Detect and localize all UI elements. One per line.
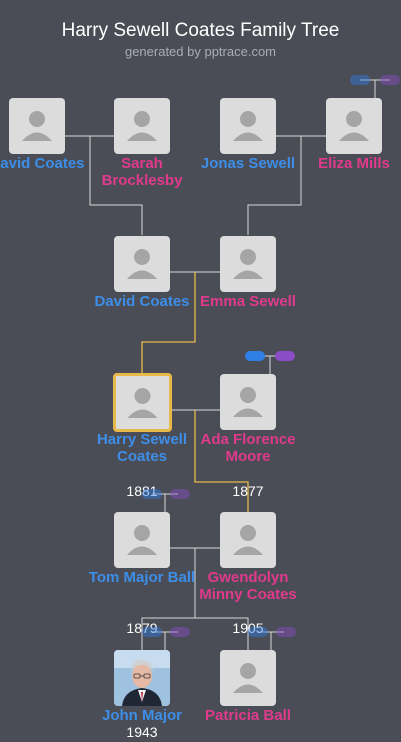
expand-mother-icon[interactable] <box>275 351 295 361</box>
person-name-david-coates[interactable]: David Coates <box>94 293 190 310</box>
person-card-david-coates[interactable] <box>114 236 170 292</box>
person-birth-year-tom: 1879 <box>126 620 158 636</box>
person-name-tom-major-ball[interactable]: Tom Major Ball <box>88 569 196 586</box>
person-card-emma-sewell[interactable] <box>220 236 276 292</box>
person-name-jonas-sewell[interactable]: Jonas Sewell <box>200 155 296 172</box>
person-silhouette-icon <box>127 249 157 279</box>
person-name-emma-sewell[interactable]: Emma Sewell <box>200 293 296 310</box>
person-name-eliza-mills[interactable]: Eliza Mills <box>318 155 390 172</box>
person-silhouette-icon <box>127 388 158 418</box>
expand-mother-icon[interactable] <box>276 627 296 637</box>
page-title: Harry Sewell Coates Family Tree <box>61 20 340 41</box>
page-subtitle: generated by pptrace.com <box>124 44 277 59</box>
person-birth-year-john: 1943 <box>126 724 158 740</box>
person-card-harry-sewell-coates[interactable] <box>113 373 172 432</box>
person-card-david-coates-sr[interactable] <box>9 98 65 154</box>
expand-father-icon[interactable] <box>245 351 265 361</box>
person-card-jonas-sewell[interactable] <box>220 98 276 154</box>
person-silhouette-icon <box>127 111 157 141</box>
person-card-eliza-mills[interactable] <box>326 98 382 154</box>
person-name-david-coates-sr[interactable]: David Coates <box>0 155 85 172</box>
person-card-ada-florence-moore[interactable] <box>220 374 276 430</box>
expand-father-icon[interactable] <box>142 489 162 499</box>
person-silhouette-icon <box>233 387 263 417</box>
person-silhouette-icon <box>233 663 263 693</box>
person-birth-year-ada: 1877 <box>232 483 264 499</box>
expand-mother-icon[interactable] <box>170 489 190 499</box>
person-birth-year-gwendolyn: 1905 <box>232 620 264 636</box>
expand-father-icon[interactable] <box>248 627 268 637</box>
expand-father-icon[interactable] <box>350 75 370 85</box>
person-silhouette-icon <box>233 525 263 555</box>
person-name-ada-florence-moore[interactable]: Ada Florence Moore <box>200 431 296 465</box>
portrait-photo-icon <box>114 650 170 706</box>
person-silhouette-icon <box>233 249 263 279</box>
person-silhouette-icon <box>127 525 157 555</box>
person-name-sarah-brocklesby[interactable]: Sarah Brocklesby <box>101 155 183 189</box>
person-silhouette-icon <box>22 111 52 141</box>
person-card-tom-major-ball[interactable] <box>114 512 170 568</box>
person-birth-year-harry: 1881 <box>126 483 158 499</box>
expand-mother-icon[interactable] <box>380 75 400 85</box>
person-name-john-major[interactable]: John Major <box>101 707 182 724</box>
person-name-gwendolyn-minny-coates[interactable]: Gwendolyn Minny Coates <box>199 569 297 603</box>
person-photo-john-major[interactable] <box>114 650 170 706</box>
person-silhouette-icon <box>233 111 263 141</box>
person-card-patricia-ball[interactable] <box>220 650 276 706</box>
expand-father-icon[interactable] <box>142 627 162 637</box>
person-card-sarah-brocklesby[interactable] <box>114 98 170 154</box>
person-card-gwendolyn-minny-coates[interactable] <box>220 512 276 568</box>
person-name-patricia-ball[interactable]: Patricia Ball <box>205 707 291 724</box>
person-silhouette-icon <box>339 111 369 141</box>
expand-mother-icon[interactable] <box>170 627 190 637</box>
person-name-harry-sewell-coates[interactable]: Harry Sewell Coates <box>96 431 188 465</box>
